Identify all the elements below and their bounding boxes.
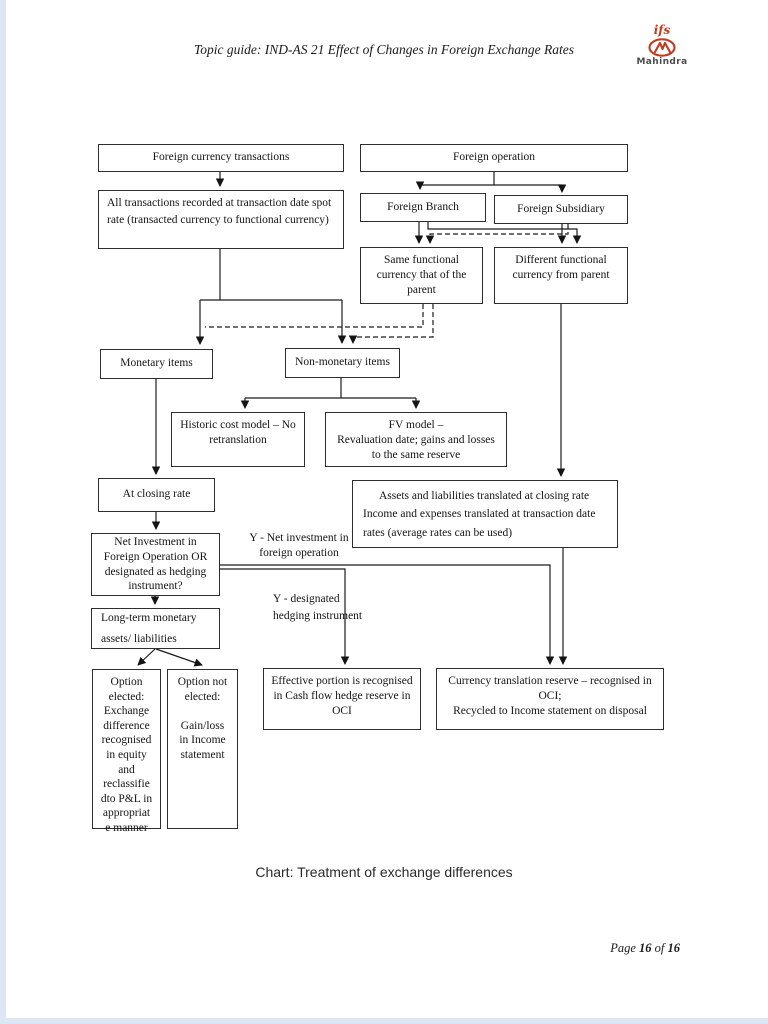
mahindra-wordmark: Mahindra [636,57,688,67]
mahindra-logo: ifs Mahindra [630,24,694,67]
footer-page-number: 16 [639,941,652,955]
node-historic-cost-model: Historic cost model – No retranslation [171,412,305,467]
logo-script-text: ifs [653,23,671,37]
node-at-closing-rate: At closing rate [98,478,215,512]
node-foreign-branch: Foreign Branch [360,193,486,222]
node-long-term-monetary: Long-term monetary assets/ liabilities [91,608,220,649]
node-foreign-operation: Foreign operation [360,144,628,172]
page-left-edge [0,0,6,1024]
node-monetary-items: Monetary items [100,349,213,379]
node-foreign-subsidiary: Foreign Subsidiary [494,195,628,224]
chart-caption: Chart: Treatment of exchange differences [255,864,513,880]
page-bottom-edge [0,1018,768,1024]
node-fv-model: FV model – Revaluation date; gains and l… [325,412,507,467]
node-foreign-currency-transactions: Foreign currency transactions [98,144,344,172]
node-non-monetary-items: Non-monetary items [285,348,400,378]
node-option-elected: Option elected: Exchange difference reco… [92,669,161,834]
label-y-net-investment: Y - Net investment in foreign operation [249,532,349,559]
node-different-functional-currency: Different functional currency from paren… [494,247,628,304]
node-net-investment-question: Net Investment in Foreign Operation OR d… [91,533,220,596]
node-assets-liabilities-translation: Assets and liabilities translated at clo… [352,480,618,548]
node-effective-portion-oci: Effective portion is recognised in Cash … [263,668,421,730]
footer-page-word: Page [610,941,636,955]
page-footer: Page 16 of 16 [610,941,680,956]
node-all-transactions: All transactions recorded at transaction… [98,190,344,249]
footer-total-pages: 16 [667,941,681,955]
node-option-not-elected: Option not elected: Gain/loss in Income … [167,669,238,829]
mahindra-symbol-icon [648,38,676,57]
node-currency-translation-reserve: Currency translation reserve – recognise… [436,668,664,730]
footer-of-word: of [654,941,665,955]
node-same-functional-currency: Same functional currency that of the par… [360,247,483,304]
document-header-title: Topic guide: IND-AS 21 Effect of Changes… [194,42,574,57]
label-y-designated-hedge: Y - designated hedging instrument [273,593,363,622]
